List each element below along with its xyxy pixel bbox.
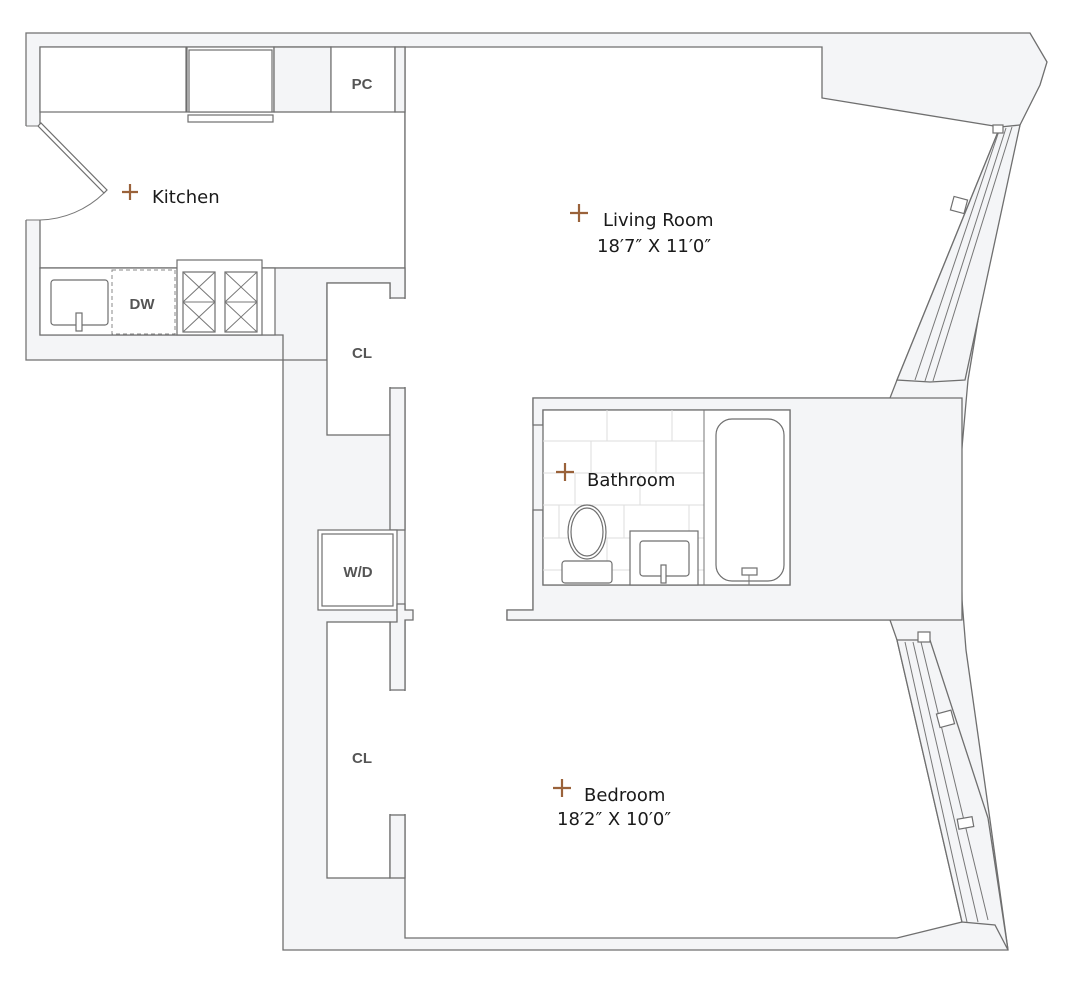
refrigerator-door [188, 49, 273, 113]
bathroom-label: Bathroom [587, 470, 675, 491]
washer-dryer-label: W/D [343, 564, 372, 581]
bedroom-dimensions: 18′2″ X 10′0″ [557, 809, 671, 830]
bedroom-marker: Bedroom 18′2″ X 10′0″ [553, 779, 671, 830]
closet-upper-label: CL [352, 345, 372, 362]
wall-block [389, 814, 406, 879]
dishwasher-label: DW [130, 296, 156, 313]
upper-cabinet [39, 46, 187, 113]
living-room-dimensions: 18′7″ X 11′0″ [597, 236, 711, 257]
window-living[interactable] [896, 124, 1021, 383]
kitchen-door-opening [25, 126, 41, 220]
living-room-label: Living Room [603, 210, 714, 231]
living-room-marker: Living Room 18′7″ X 11′0″ [570, 204, 714, 257]
closet-upper[interactable] [326, 282, 391, 436]
bathtub-icon [715, 418, 785, 585]
sink-faucet-icon [75, 312, 83, 332]
pantry-closet[interactable] [330, 46, 396, 113]
bedroom-label: Bedroom [584, 785, 665, 806]
closet-lower[interactable] [326, 621, 391, 879]
wall-block [389, 603, 414, 691]
bathroom-sink-icon [629, 530, 699, 586]
bathroom-tiles [543, 410, 704, 571]
dishwasher [111, 269, 176, 335]
washer-dryer-inner [321, 533, 394, 607]
window-bedroom[interactable] [896, 631, 1009, 951]
closet-lower-label: CL [352, 750, 372, 767]
wall-block [273, 46, 332, 113]
toilet-icon [561, 504, 613, 584]
kitchen-marker: Kitchen [122, 184, 220, 208]
bathroom-marker: Bathroom [556, 463, 675, 491]
door-swing-arc [39, 192, 105, 221]
stove-icon [176, 259, 263, 336]
wall-block [389, 387, 406, 531]
pantry-label: PC [352, 76, 373, 93]
refrigerator-handle [187, 114, 274, 123]
wall-block [394, 46, 406, 113]
kitchen-door[interactable] [37, 122, 108, 194]
kitchen-label: Kitchen [152, 187, 220, 208]
